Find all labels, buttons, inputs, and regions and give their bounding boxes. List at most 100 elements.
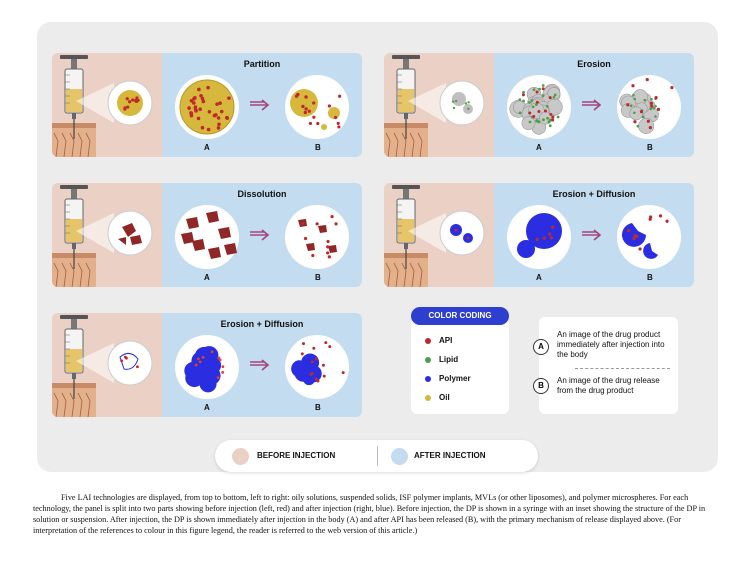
api-dot <box>294 94 299 98</box>
before-injection-label: BEFORE INJECTION <box>257 451 336 460</box>
panel-erosion: Erosion A B <box>384 53 694 157</box>
oil-droplet <box>328 107 340 119</box>
api-dot <box>215 102 219 106</box>
syringe-hub <box>404 243 408 249</box>
syringe-plunger <box>403 59 409 71</box>
api-dot <box>200 96 205 101</box>
syringe-hub <box>72 373 76 379</box>
panel-illustration <box>52 315 349 417</box>
api-dot <box>314 377 318 381</box>
api-dot <box>126 105 130 109</box>
api-dot <box>216 116 221 120</box>
solid-particle <box>122 223 136 237</box>
legend-item-polymer: Polymer <box>425 374 471 383</box>
api-dot <box>452 106 456 110</box>
skin-hair <box>385 132 391 157</box>
syringe-contents <box>66 89 82 112</box>
polymer-blob <box>204 356 222 374</box>
skin-hair <box>409 132 415 157</box>
skin-hair <box>417 262 423 287</box>
api-dot <box>466 236 470 240</box>
legend-item-lipid: Lipid <box>425 355 458 364</box>
api-dot <box>303 110 308 115</box>
api-dot <box>216 376 220 380</box>
api-dot <box>127 100 132 104</box>
api-dot <box>535 237 539 242</box>
api-dot <box>221 365 225 369</box>
api-dot <box>327 104 332 108</box>
label-b: B <box>315 143 321 152</box>
api-dot <box>304 107 308 111</box>
api-dot <box>310 360 314 364</box>
api-dot <box>120 359 124 363</box>
api-dot <box>451 100 455 103</box>
skin-hair <box>85 262 91 287</box>
api-dot <box>521 93 525 97</box>
label-b: B <box>647 143 653 152</box>
api-dot <box>192 101 196 105</box>
api-dot <box>219 109 224 114</box>
api-dot <box>310 371 314 375</box>
api-dot <box>326 239 330 244</box>
api-dot <box>315 222 319 226</box>
api-dot <box>537 120 541 124</box>
skin-hair <box>53 132 59 157</box>
api-dot <box>334 115 338 120</box>
skin-hair <box>53 262 59 287</box>
skin-hair <box>77 132 83 157</box>
api-dot <box>338 94 342 98</box>
solid-particle <box>328 245 337 253</box>
solid-particle <box>181 232 194 244</box>
letter-a-circle: A <box>533 339 549 355</box>
solid-particle <box>206 211 219 223</box>
legend-label: Polymer <box>439 374 471 383</box>
api-dot <box>198 360 202 364</box>
api-dot <box>522 99 525 103</box>
api-dot <box>547 120 551 124</box>
api-dot <box>639 110 644 114</box>
api-dot <box>548 232 552 236</box>
oil-droplet <box>179 79 235 135</box>
legend-label: Oil <box>439 393 450 402</box>
api-dot <box>321 363 325 367</box>
api-dot <box>189 111 194 116</box>
skin-hair <box>85 392 91 417</box>
injection-key-bar: BEFORE INJECTION AFTER INJECTION <box>215 440 538 472</box>
api-dot <box>311 253 315 258</box>
legend-item-api: API <box>425 336 452 345</box>
skin-hair <box>69 392 75 417</box>
api-dot <box>189 98 194 103</box>
solid-particle <box>130 235 142 245</box>
legend-label: Lipid <box>439 355 459 364</box>
api-dot <box>636 124 640 128</box>
polymer-blob <box>301 353 320 372</box>
api-dot <box>548 96 552 100</box>
api-dot <box>307 109 311 113</box>
release-arrow <box>250 359 270 371</box>
api-dot <box>643 98 647 102</box>
api-dot <box>545 105 549 108</box>
dashed-divider <box>575 368 670 369</box>
panel-title: Dissolution <box>237 189 287 199</box>
solid-particle <box>208 247 221 259</box>
api-dot <box>518 98 522 102</box>
skin-hair <box>401 262 407 287</box>
panel-illustration <box>52 55 349 157</box>
polymer-network <box>119 353 139 370</box>
polymer-sphere <box>526 213 562 249</box>
api-dot <box>227 96 231 100</box>
api-dot <box>312 346 316 350</box>
api-dot <box>556 115 560 119</box>
syringe-contents <box>398 89 414 112</box>
api-dot <box>532 88 536 92</box>
api-dot <box>538 87 541 91</box>
api-dot <box>467 101 470 104</box>
blue-dot-icon <box>425 375 431 382</box>
api-dot <box>665 219 669 223</box>
syringe-plunger-cap <box>60 185 88 189</box>
api-dot <box>326 245 330 249</box>
api-dot <box>212 113 217 118</box>
api-dot <box>626 229 631 233</box>
inset-beam <box>76 83 114 123</box>
skin-hair <box>401 132 407 157</box>
